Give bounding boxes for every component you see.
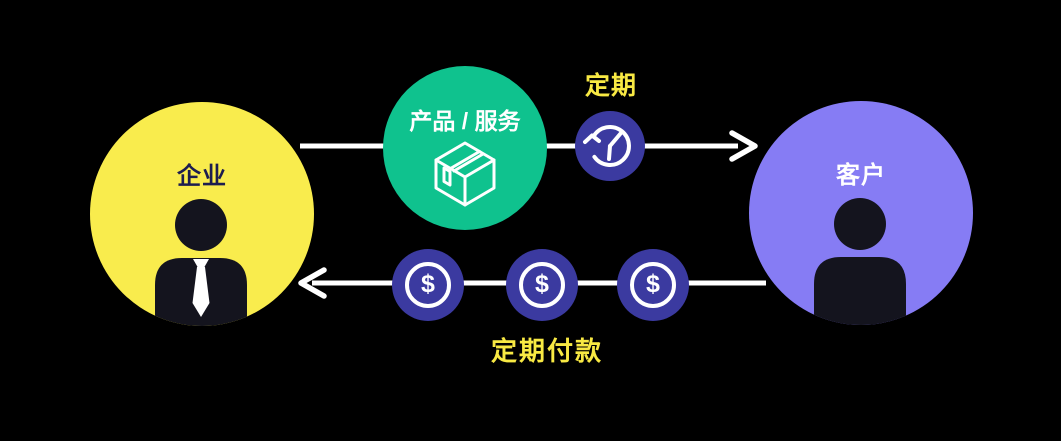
business-entity-circle: 企业 [90,102,314,326]
recurring-clock-icon [575,111,645,181]
customer-label: 客户 [836,162,886,189]
dollar-symbol: $ [646,269,660,298]
dollar-coin-icon: $ [617,249,689,321]
coin-ring: $ [630,262,676,308]
recurring-label: 定期 [584,72,637,100]
dollar-symbol: $ [421,269,435,298]
recurring-payment-label: 定期付款 [490,336,603,366]
product-service-circle: 产品 / 服务 [383,66,547,230]
package-box-icon [434,141,496,207]
product-service-label: 产品 / 服务 [409,108,521,134]
dollar-coin-icon: $ [506,249,578,321]
dollar-symbol: $ [535,269,549,298]
dollar-coin-icon: $ [392,249,464,321]
arrowhead-right-icon [729,130,758,162]
arrowhead-left-icon [298,267,327,299]
coin-ring: $ [405,262,451,308]
customer-person-icon [814,198,906,325]
tie-icon [192,267,210,317]
tie-knot-icon [193,259,209,273]
business-label: 企业 [177,163,227,190]
coin-ring: $ [519,262,565,308]
business-person-icon [155,199,247,326]
customer-entity-circle: 客户 [749,101,973,325]
